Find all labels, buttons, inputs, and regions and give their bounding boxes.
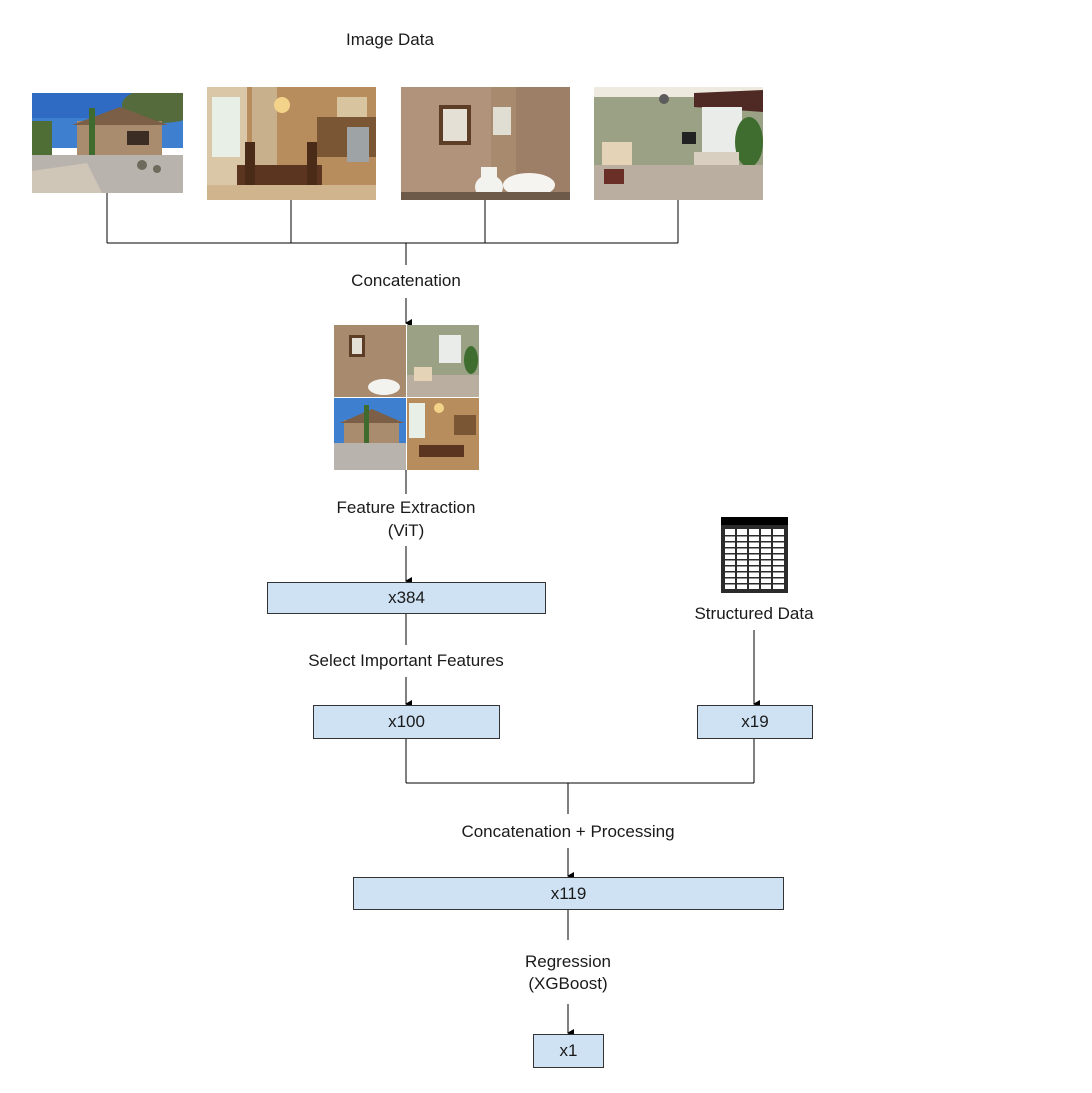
structured-features-box: x19 [697, 705, 813, 739]
bathroom-photo [401, 87, 570, 200]
xgboost-label: (XGBoost) [528, 974, 608, 993]
table-icon [721, 517, 788, 593]
concat-processing-label: Concatenation + Processing [461, 822, 675, 841]
combined-features-box: x119 [353, 877, 784, 910]
select-features-label: Select Important Features [308, 651, 504, 670]
concatenation-label: Concatenation [351, 271, 461, 290]
feature-extraction-label: Feature Extraction [336, 498, 476, 517]
structured-data-label: Structured Data [694, 604, 814, 623]
selected-features-box: x100 [313, 705, 500, 739]
vit-features-box: x384 [267, 582, 546, 614]
bedroom-photo [594, 87, 763, 200]
output-box: x1 [533, 1034, 604, 1068]
regression-label: Regression [525, 952, 611, 971]
exterior-photo [32, 93, 183, 193]
dining-room-photo [207, 87, 376, 200]
concatenated-image [334, 325, 479, 470]
vit-label: (ViT) [387, 521, 425, 540]
image-data-title: Image Data [346, 30, 434, 49]
